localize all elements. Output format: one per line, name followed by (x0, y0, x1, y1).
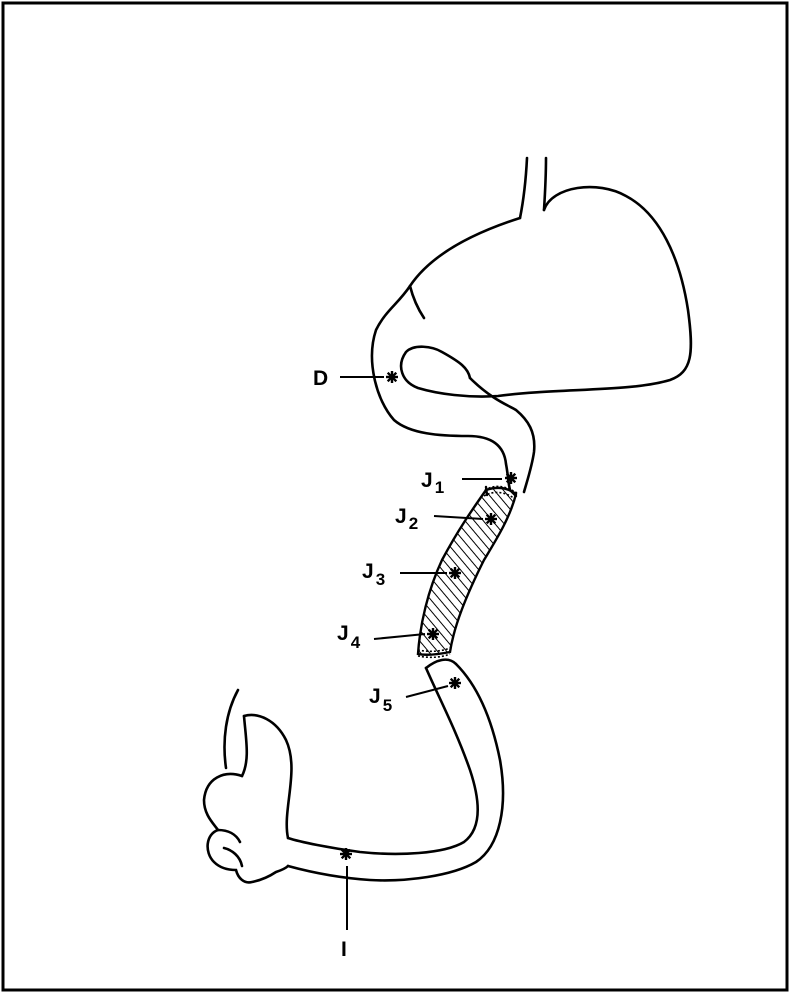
label-j2-main: J (395, 505, 407, 528)
label-d: D (313, 367, 328, 390)
label-j1-subscript: 1 (435, 478, 444, 497)
label-j5-main: J (369, 685, 381, 708)
marker-d-asterisk-icon (386, 371, 398, 383)
label-i: I (341, 938, 347, 961)
marker-j3-asterisk-icon (449, 567, 461, 579)
marker-j2-asterisk-icon (485, 513, 497, 525)
label-j5-subscript: 5 (383, 696, 392, 715)
label-j4-main: J (337, 622, 349, 645)
marker-i-asterisk-icon (340, 848, 352, 860)
label-j4-subscript: 4 (351, 633, 361, 652)
marker-j4-asterisk-icon (427, 628, 439, 640)
label-j2-subscript: 2 (409, 514, 418, 533)
label-j3-main: J (362, 560, 374, 583)
jejunum-lower-and-ileum (288, 660, 503, 881)
figure-border (3, 3, 787, 990)
colon-cecum (204, 690, 291, 882)
label-j3-subscript: 3 (376, 570, 385, 589)
marker-j1-asterisk-icon (505, 472, 517, 484)
stomach (372, 187, 691, 492)
esophagus (520, 158, 546, 218)
label-j1-main: J (421, 469, 433, 492)
marker-j5-asterisk-icon (449, 677, 461, 689)
